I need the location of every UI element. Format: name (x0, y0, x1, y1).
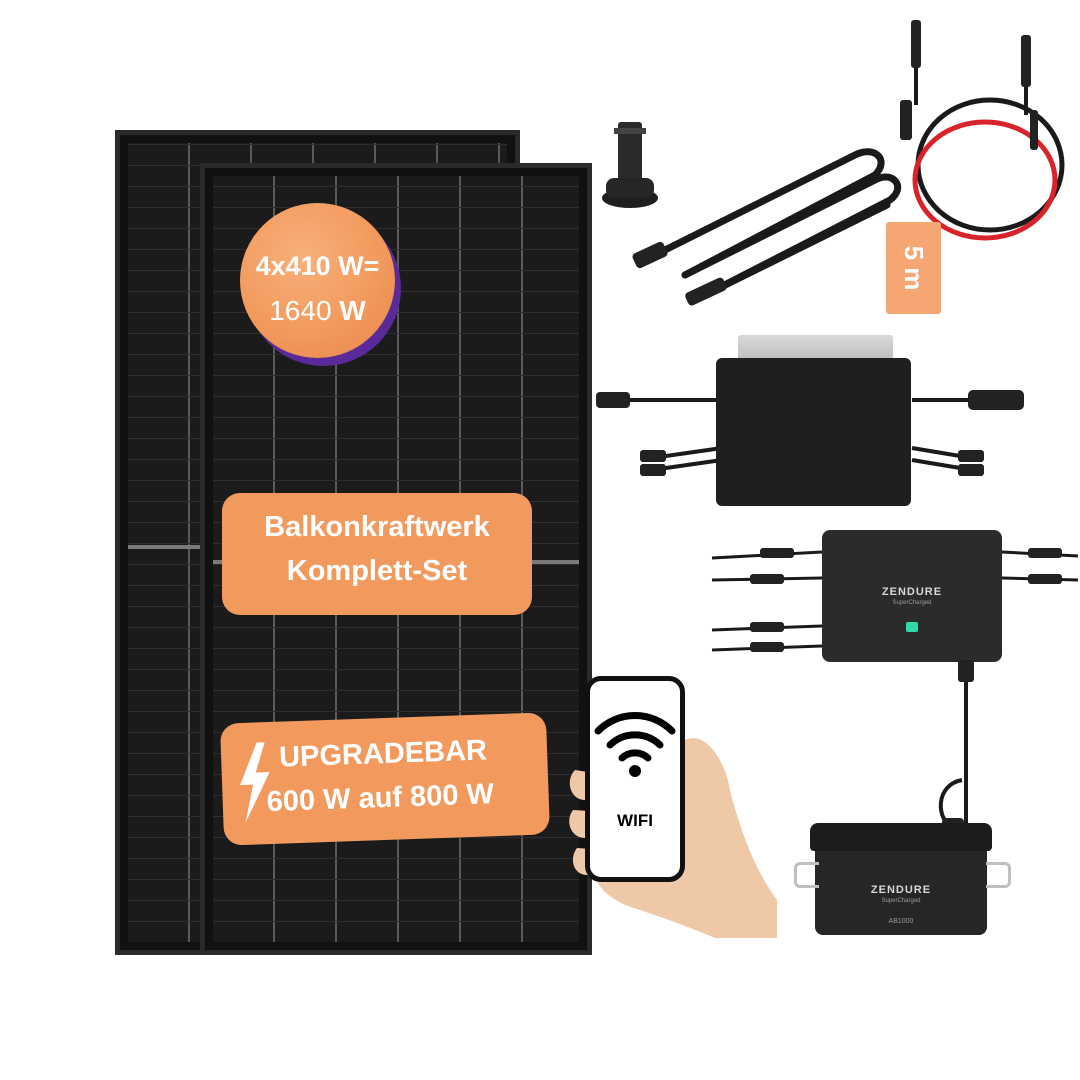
cable-length-label: 5 m (899, 245, 929, 291)
plug-adapter-image (602, 122, 658, 208)
upgrade-badge: UPGRADEBAR 600 W auf 800 W (219, 712, 551, 846)
battery-brand: ZENDURE (870, 884, 932, 896)
wifi-icon (594, 712, 676, 777)
upgrade-badge-line2: 600 W auf 800 W (266, 778, 495, 819)
hub-subtitle: SuperCharged (892, 600, 932, 606)
battery-subtitle: SuperCharged (881, 898, 921, 904)
set-badge-line1: Balkonkraftwerk (264, 511, 490, 543)
hub-brand: ZENDURE (881, 586, 943, 598)
dc-cables-image (900, 20, 1065, 241)
ac-cable-image (632, 148, 902, 306)
power-badge-line1: 4x410 W= (255, 251, 380, 281)
battery-model: AB1000 (888, 918, 914, 925)
power-badge: 4x410 W= 1640 W (240, 203, 395, 358)
cable-length-tag: 5 m (886, 222, 941, 314)
set-badge: Balkonkraftwerk Komplett-Set (222, 493, 532, 615)
smartphone: WIFI (585, 676, 685, 882)
lightning-bolt-icon (240, 742, 270, 823)
hub-status-light (906, 622, 918, 632)
power-badge-line2: 1640 W (269, 295, 366, 326)
battery-cable-image (938, 660, 974, 836)
set-badge-line2: Komplett-Set (286, 555, 468, 587)
upgrade-badge-line1: UPGRADEBAR (278, 734, 488, 774)
wifi-label: WIFI (617, 811, 653, 830)
